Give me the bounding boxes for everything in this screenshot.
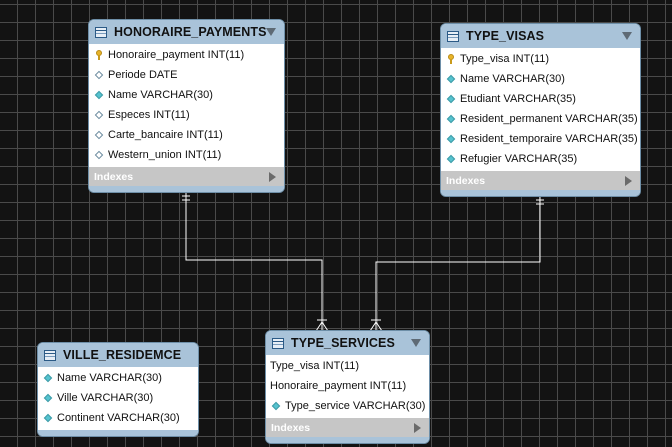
column-row[interactable]: Especes INT(11) xyxy=(89,105,284,125)
column-label: Resident_temporaire VARCHAR(35) xyxy=(460,133,638,145)
indexes-section[interactable]: Indexes xyxy=(441,171,640,190)
table-title: TYPE_SERVICES xyxy=(291,336,395,350)
table-title: VILLE_RESIDEMCE xyxy=(63,348,182,362)
column-row[interactable]: Type_service VARCHAR(30) xyxy=(266,396,429,416)
not-null-column-icon xyxy=(43,393,53,403)
column-label: Continent VARCHAR(30) xyxy=(57,412,180,424)
table-footer xyxy=(89,186,284,192)
table-footer xyxy=(38,430,198,436)
column-row[interactable]: Honoraire_payment INT(11) xyxy=(89,45,284,65)
column-label: Carte_bancaire INT(11) xyxy=(108,129,223,141)
indexes-label: Indexes xyxy=(94,170,134,183)
nullable-column-icon xyxy=(94,130,104,140)
column-label: Periode DATE xyxy=(108,69,178,81)
column-label: Type_visa INT(11) xyxy=(460,53,550,65)
table-header[interactable]: TYPE_SERVICES xyxy=(266,331,429,355)
column-label: Honoraire_payment INT(11) xyxy=(270,380,407,392)
column-row[interactable]: Resident_temporaire VARCHAR(35) xyxy=(441,129,640,149)
column-row[interactable]: Name VARCHAR(30) xyxy=(38,368,198,388)
table-title: TYPE_VISAS xyxy=(466,29,545,43)
column-label: Etudiant VARCHAR(35) xyxy=(460,93,576,105)
table-header[interactable]: TYPE_VISAS xyxy=(441,24,640,48)
not-null-column-icon xyxy=(446,74,456,84)
column-label: Name VARCHAR(30) xyxy=(460,73,565,85)
not-null-column-icon xyxy=(271,401,281,411)
column-row[interactable]: Western_union INT(11) xyxy=(89,145,284,165)
indexes-section[interactable]: Indexes xyxy=(266,418,429,437)
column-label: Name VARCHAR(30) xyxy=(108,89,213,101)
table-type-visas[interactable]: TYPE_VISAS Type_visa INT(11) Name VARCHA… xyxy=(441,24,640,196)
collapse-caret-icon[interactable] xyxy=(411,339,421,347)
relationship-line-honoraire-services xyxy=(185,190,323,331)
not-null-column-icon xyxy=(43,373,53,383)
column-row[interactable]: Ville VARCHAR(30) xyxy=(38,388,198,408)
column-row[interactable]: Honoraire_payment INT(11) xyxy=(266,376,429,396)
column-label: Resident_permanent VARCHAR(35) xyxy=(460,113,638,125)
nullable-column-icon xyxy=(94,150,104,160)
crowfoot-honoraire xyxy=(315,321,329,332)
column-row[interactable]: Type_visa INT(11) xyxy=(266,356,429,376)
indexes-label: Indexes xyxy=(271,421,311,434)
primary-key-icon xyxy=(446,54,456,64)
crowfoot-visas xyxy=(369,321,383,332)
column-row[interactable]: Carte_bancaire INT(11) xyxy=(89,125,284,145)
table-ville-residemce[interactable]: VILLE_RESIDEMCE Name VARCHAR(30) Ville V… xyxy=(38,343,198,436)
not-null-column-icon xyxy=(94,90,104,100)
column-row[interactable]: Name VARCHAR(30) xyxy=(89,85,284,105)
indexes-section[interactable]: Indexes xyxy=(89,167,284,186)
nullable-column-icon xyxy=(94,70,104,80)
not-null-column-icon xyxy=(446,154,456,164)
column-row[interactable]: Etudiant VARCHAR(35) xyxy=(441,89,640,109)
table-header[interactable]: HONORAIRE_PAYMENTS xyxy=(89,20,284,44)
collapse-caret-icon[interactable] xyxy=(622,32,632,40)
table-honoraire-payments[interactable]: HONORAIRE_PAYMENTS Honoraire_payment INT… xyxy=(89,20,284,192)
column-label: Type_visa INT(11) xyxy=(270,360,360,372)
not-null-column-icon xyxy=(446,134,456,144)
column-label: Western_union INT(11) xyxy=(108,149,222,161)
table-footer xyxy=(266,437,429,443)
not-null-column-icon xyxy=(446,94,456,104)
column-row[interactable]: Continent VARCHAR(30) xyxy=(38,408,198,428)
table-type-services[interactable]: TYPE_SERVICES Type_visa INT(11) Honorair… xyxy=(266,331,429,443)
indexes-label: Indexes xyxy=(446,174,486,187)
column-label: Refugier VARCHAR(35) xyxy=(460,153,578,165)
column-label: Type_service VARCHAR(30) xyxy=(285,400,426,412)
expand-triangle-icon[interactable] xyxy=(269,172,276,182)
not-null-column-icon xyxy=(43,413,53,423)
table-header[interactable]: VILLE_RESIDEMCE xyxy=(38,343,198,367)
not-null-column-icon xyxy=(446,114,456,124)
column-row[interactable]: Refugier VARCHAR(35) xyxy=(441,149,640,169)
table-icon xyxy=(44,349,56,361)
table-title: HONORAIRE_PAYMENTS xyxy=(114,25,267,39)
collapse-caret-icon[interactable] xyxy=(266,28,276,36)
column-label: Especes INT(11) xyxy=(108,109,190,121)
column-label: Name VARCHAR(30) xyxy=(57,372,162,384)
nullable-column-icon xyxy=(94,110,104,120)
table-icon xyxy=(272,337,284,349)
column-row[interactable]: Name VARCHAR(30) xyxy=(441,69,640,89)
expand-triangle-icon[interactable] xyxy=(414,423,421,433)
column-label: Ville VARCHAR(30) xyxy=(57,392,154,404)
column-label: Honoraire_payment INT(11) xyxy=(108,49,245,61)
expand-triangle-icon[interactable] xyxy=(625,176,632,186)
primary-key-icon xyxy=(94,50,104,60)
column-row[interactable]: Periode DATE xyxy=(89,65,284,85)
table-icon xyxy=(95,26,107,38)
column-row[interactable]: Type_visa INT(11) xyxy=(441,49,640,69)
column-row[interactable]: Resident_permanent VARCHAR(35) xyxy=(441,109,640,129)
table-footer xyxy=(441,190,640,196)
relationship-line-visas-services xyxy=(375,194,541,331)
table-icon xyxy=(447,30,459,42)
